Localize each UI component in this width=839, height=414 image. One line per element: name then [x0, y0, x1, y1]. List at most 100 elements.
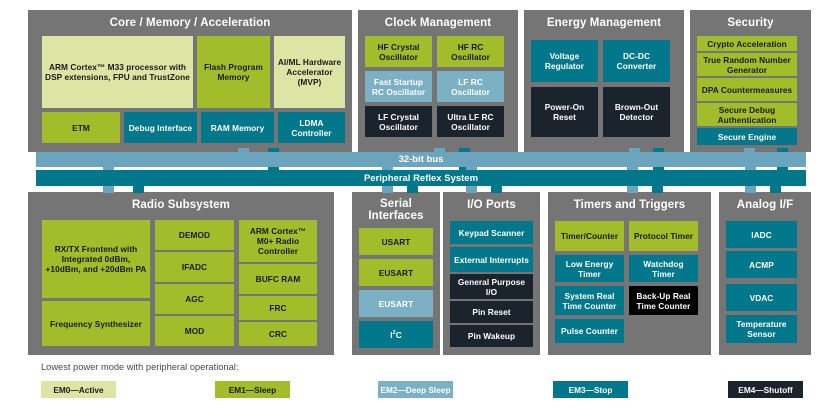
block-power-on-reset[interactable]: Power-On Reset [531, 87, 598, 137]
bus-peripheral-reflex-system: Peripheral Reflex System [36, 170, 806, 186]
block-etm[interactable]: ETM [42, 112, 120, 143]
block-crc[interactable]: CRC [239, 322, 317, 346]
block-pin-wakeup[interactable]: Pin Wakeup [450, 325, 533, 347]
block-flash-program-memory[interactable]: Flash Program Memory [197, 36, 270, 108]
panel-body-analog: IADC ACMP VDAC Temperature Sensor [719, 218, 811, 355]
block-agc[interactable]: AGC [155, 284, 234, 314]
block-debug-interface[interactable]: Debug Interface [124, 112, 197, 143]
block-i2c[interactable]: I2C [359, 321, 433, 348]
panel-title-security: Security [727, 17, 774, 29]
block-frc[interactable]: FRC [239, 296, 317, 320]
block-eusart-em1[interactable]: EUSART [359, 259, 433, 286]
panel-title-core: Core / Memory / Acceleration [109, 17, 271, 29]
block-acmp[interactable]: ACMP [726, 251, 797, 278]
block-backup-real-time-counter[interactable]: Back-Up Real Time Counter [629, 286, 698, 315]
panel-title-radio: Radio Subsystem [132, 199, 230, 211]
panel-body-timers: Timer/Counter Protocol Timer Low Energy … [548, 218, 711, 355]
panel-body-core: ARM Cortex™ M33 processor with DSP exten… [28, 36, 352, 152]
legend-item-em3: EM3—Stop [553, 381, 628, 398]
block-ifadc[interactable]: IFADC [155, 252, 234, 282]
block-aiml-hardware-accelerator[interactable]: AI/ML Hardware Accelerator (MVP) [274, 36, 345, 108]
block-iadc[interactable]: IADC [726, 221, 797, 248]
legend-label-em1: EM1—Sleep [228, 384, 277, 395]
panel-radio-subsystem: Radio Subsystem RX/TX Frontend with Inte… [28, 192, 334, 355]
block-ultra-lf-rc-oscillator[interactable]: Ultra LF RC Oscillator [437, 106, 504, 137]
panel-title-serial: Serial Interfaces [368, 198, 424, 222]
bus-stub-radio-dark [133, 184, 144, 193]
legend-label-em3: EM3—Stop [568, 384, 613, 395]
block-rx-tx-frontend[interactable]: RX/TX Frontend with Integrated 0dBm, +10… [42, 220, 150, 298]
legend-item-em0: EM0—Active [41, 381, 116, 398]
block-watchdog-timer[interactable]: Watchdog Timer [629, 255, 698, 282]
block-arm-cortex-m33[interactable]: ARM Cortex™ M33 processor with DSP exten… [42, 36, 193, 108]
panel-clock-management: Clock Management HF Crystal Oscillator H… [358, 10, 518, 152]
panel-energy-management: Energy Management Voltage Regulator DC-D… [524, 10, 684, 152]
bus-stub-serial-dark [407, 184, 418, 193]
block-brown-out-detector[interactable]: Brown-Out Detector [603, 87, 670, 137]
block-keypad-scanner[interactable]: Keypad Scanner [450, 221, 533, 244]
block-timer-counter[interactable]: Timer/Counter [555, 221, 624, 251]
legend-label-em4: EM4—Shutoff [738, 384, 793, 395]
legend-item-em2: EM2—Deep Sleep [378, 381, 453, 398]
block-lf-crystal-oscillator[interactable]: LF Crystal Oscillator [365, 106, 432, 137]
panel-security: Security Crypto Acceleration True Random… [690, 10, 811, 152]
panel-title-timers: Timers and Triggers [573, 199, 686, 211]
block-secure-debug-authentication[interactable]: Secure Debug Authentication [697, 103, 797, 126]
panel-serial-interfaces: Serial Interfaces USART EUSART EUSART I2… [352, 192, 440, 355]
panel-title-clock: Clock Management [384, 17, 492, 29]
block-low-energy-timer[interactable]: Low Energy Timer [555, 255, 624, 282]
bus-32-bit-label: 32-bit bus [398, 154, 444, 165]
block-vdac[interactable]: VDAC [726, 284, 797, 311]
block-frequency-synthesizer[interactable]: Frequency Synthesizer [42, 301, 150, 346]
block-i2c-label: I2C [390, 329, 402, 340]
panel-timers-and-triggers: Timers and Triggers Timer/Counter Protoc… [548, 192, 711, 355]
block-lf-rc-oscillator[interactable]: LF RC Oscillator [437, 71, 504, 102]
block-hf-crystal-oscillator[interactable]: HF Crystal Oscillator [365, 36, 432, 67]
panel-analog-if: Analog I/F IADC ACMP VDAC Temperature Se… [719, 192, 811, 355]
legend-note: Lowest power mode with peripheral operat… [41, 362, 239, 372]
legend-item-em1: EM1—Sleep [215, 381, 290, 398]
block-temperature-sensor[interactable]: Temperature Sensor [726, 315, 797, 343]
block-pulse-counter[interactable]: Pulse Counter [555, 319, 624, 343]
bus-stub-analog-dark [770, 184, 781, 193]
block-demod[interactable]: DEMOD [155, 220, 234, 250]
legend-label-em2: EM2—Deep Sleep [380, 384, 451, 395]
block-mod[interactable]: MOD [155, 316, 234, 346]
bus-prs-label: Peripheral Reflex System [363, 172, 479, 184]
block-usart[interactable]: USART [359, 228, 433, 255]
block-eusart-em2[interactable]: EUSART [359, 290, 433, 317]
block-external-interrupts[interactable]: External Interrupts [450, 247, 533, 272]
block-arm-cortex-m0-radio-controller[interactable]: ARM Cortex™ M0+ Radio Controller [239, 220, 317, 262]
bus-32-bit: 32-bit bus [36, 152, 806, 167]
panel-body-radio: RX/TX Frontend with Integrated 0dBm, +10… [28, 218, 334, 355]
block-pin-reset[interactable]: Pin Reset [450, 301, 533, 323]
block-voltage-regulator[interactable]: Voltage Regulator [531, 40, 598, 82]
bus-stub-io-dark [491, 184, 502, 193]
panel-core-memory-acceleration: Core / Memory / Acceleration ARM Cortex™… [28, 10, 352, 152]
panel-title-analog: Analog I/F [736, 199, 794, 211]
legend-item-em4: EM4—Shutoff [728, 381, 803, 398]
block-ram-memory[interactable]: RAM Memory [201, 112, 274, 143]
block-ldma-controller[interactable]: LDMA Controller [278, 112, 345, 143]
block-true-random-number-generator[interactable]: True Random Number Generator [697, 53, 797, 76]
bus-stub-timers-dark [652, 184, 663, 193]
block-crypto-acceleration[interactable]: Crypto Acceleration [697, 36, 797, 51]
block-system-real-time-counter[interactable]: System Real Time Counter [555, 286, 624, 315]
block-dpa-countermeasures[interactable]: DPA Countermeasures [697, 78, 797, 101]
block-protocol-timer[interactable]: Protocol Timer [629, 221, 698, 251]
panel-body-io: Keypad Scanner External Interrupts Gener… [443, 218, 540, 355]
block-fast-startup-rc-oscillator[interactable]: Fast Startup RC Oscillator [365, 71, 432, 102]
panel-title-io: I/O Ports [467, 199, 516, 211]
panel-title-energy: Energy Management [546, 17, 662, 29]
block-bufc-ram[interactable]: BUFC RAM [239, 264, 317, 294]
panel-io-ports: I/O Ports Keypad Scanner External Interr… [443, 192, 540, 355]
panel-body-energy: Voltage Regulator DC-DC Converter Power-… [524, 36, 684, 152]
block-dc-dc-converter[interactable]: DC-DC Converter [603, 40, 670, 82]
panel-body-serial: USART EUSART EUSART I2C [352, 228, 440, 353]
panel-body-security: Crypto Acceleration True Random Number G… [690, 36, 811, 152]
legend-label-em0: EM0—Active [53, 384, 104, 395]
block-general-purpose-io[interactable]: General Purpose I/O [450, 274, 533, 299]
block-secure-engine[interactable]: Secure Engine [697, 128, 797, 145]
block-hf-rc-oscillator[interactable]: HF RC Oscillator [437, 36, 504, 67]
